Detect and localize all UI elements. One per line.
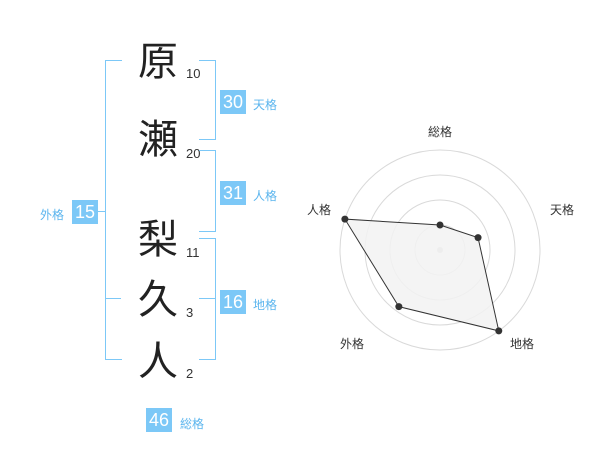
radar-grid-ring <box>339 149 541 351</box>
radar-point-0 <box>436 221 444 229</box>
gaikaku-bracket <box>105 60 122 360</box>
name-char-4: 久 <box>138 277 178 323</box>
tenkaku-bracket <box>199 60 216 140</box>
family-given-divider <box>105 298 121 299</box>
chikaku-label: 地格 <box>253 298 278 312</box>
chikaku-value: 16 <box>220 290 247 314</box>
radar-axis-label-chikaku: 地格 <box>510 337 535 351</box>
radar-point-2 <box>495 327 503 335</box>
radar-axis-label-tenkaku: 天格 <box>550 203 575 217</box>
radar-point-1 <box>474 234 482 242</box>
radar-point-4 <box>341 215 349 223</box>
radar-point-3 <box>395 303 403 311</box>
stroke-count-1: 10 <box>186 66 201 81</box>
jinkaku-value: 31 <box>220 181 247 205</box>
gaikaku-value: 15 <box>72 200 99 224</box>
jinkaku-bracket <box>199 150 216 232</box>
soukaku-label: 総格 <box>180 417 205 431</box>
radar-axis-label-soukaku: 総格 <box>428 125 453 139</box>
name-char-1: 原 <box>138 39 178 85</box>
tenkaku-label: 天格 <box>253 98 278 112</box>
stroke-count-5: 2 <box>186 366 194 381</box>
radar-axis-label-gaikaku: 外格 <box>340 337 365 351</box>
chikaku-bracket <box>199 238 216 360</box>
radar-polygon <box>343 218 500 332</box>
gaikaku-label: 外格 <box>40 208 65 222</box>
chikaku-midline <box>199 298 215 299</box>
name-char-5: 人 <box>138 339 178 385</box>
name-char-2: 瀬 <box>138 117 178 163</box>
radar-points <box>341 215 503 335</box>
radar-axis-label-jinkaku: 人格 <box>307 203 332 217</box>
name-char-3: 梨 <box>138 217 178 263</box>
soukaku-value: 46 <box>146 408 173 432</box>
stroke-count-2: 20 <box>186 146 201 161</box>
stroke-count-3: 11 <box>186 245 200 260</box>
jinkaku-label: 人格 <box>253 189 278 203</box>
stroke-count-4: 3 <box>186 305 194 320</box>
tenkaku-value: 30 <box>220 90 247 114</box>
